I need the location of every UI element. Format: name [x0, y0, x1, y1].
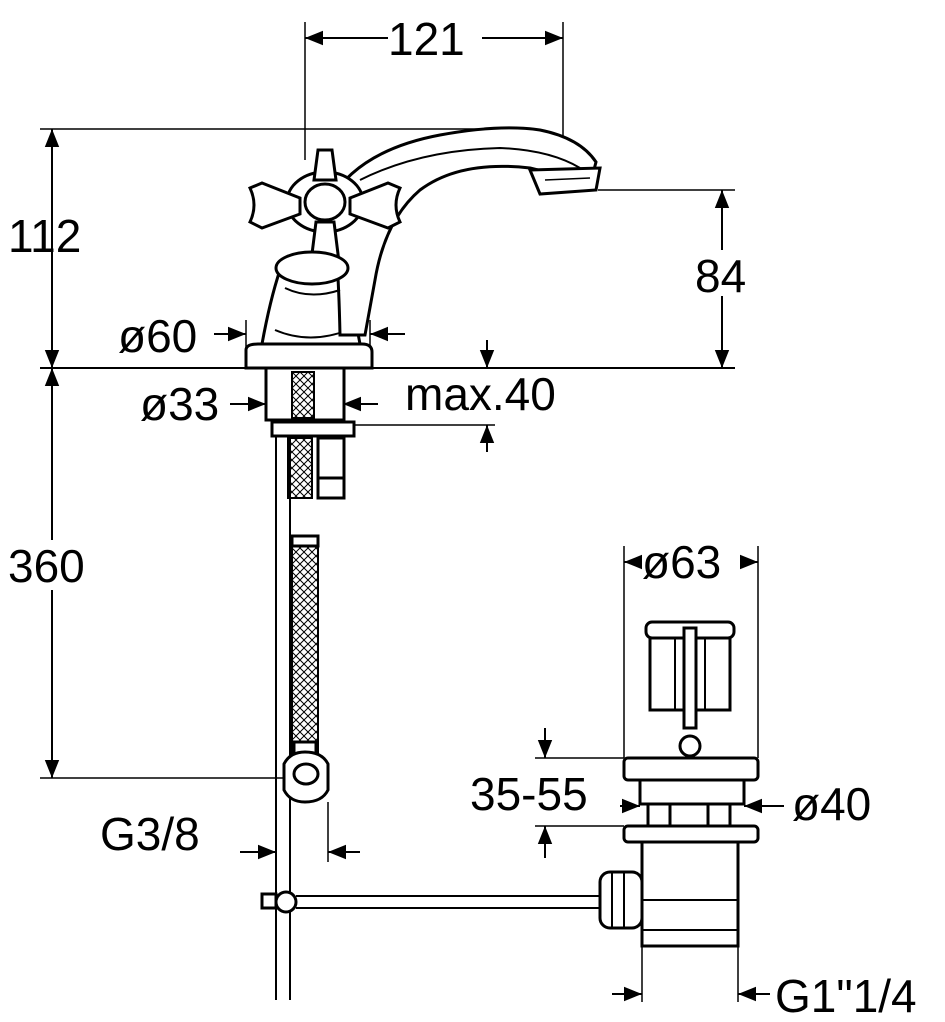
dimension-max-40: max.40 [350, 340, 556, 452]
flexible-hose [282, 534, 330, 804]
pop-up-waste [598, 620, 760, 948]
dim-33-label: ø33 [140, 378, 219, 430]
dim-60-label: ø60 [118, 310, 197, 362]
dim-g3-8-label: G3/8 [100, 808, 200, 860]
dimension-diameter-60: ø60 [118, 310, 405, 368]
dimension-360: 360 [8, 368, 290, 779]
dimension-84: 84 [598, 189, 752, 368]
mounting-assembly [264, 366, 356, 1000]
pop-up-rod [260, 890, 602, 914]
dim-35-55-label: 35-55 [470, 768, 588, 820]
dim-360-label: 360 [8, 540, 85, 592]
dimension-diameter-63: ø63 [623, 536, 759, 758]
dimension-diameter-33: ø33 [140, 378, 378, 430]
dimension-g3-8: G3/8 [100, 802, 360, 862]
dimension-112: 112 [8, 128, 480, 368]
dimension-g1-1-4: G1"1/4 [612, 946, 917, 1022]
dimension-121: 121 [304, 13, 564, 160]
dim-63-label: ø63 [642, 536, 721, 588]
dim-84-label: 84 [695, 250, 746, 302]
dimension-35-55: 35-55 [470, 728, 624, 858]
faucet-body [244, 126, 602, 370]
dim-121-label: 121 [388, 13, 465, 65]
dim-g1-1-4-label: G1"1/4 [775, 970, 917, 1022]
dim-max-40-label: max.40 [405, 368, 556, 420]
dim-112-label: 112 [8, 210, 81, 262]
dim-40-label: ø40 [792, 778, 871, 830]
dimension-diameter-40: ø40 [620, 778, 871, 830]
